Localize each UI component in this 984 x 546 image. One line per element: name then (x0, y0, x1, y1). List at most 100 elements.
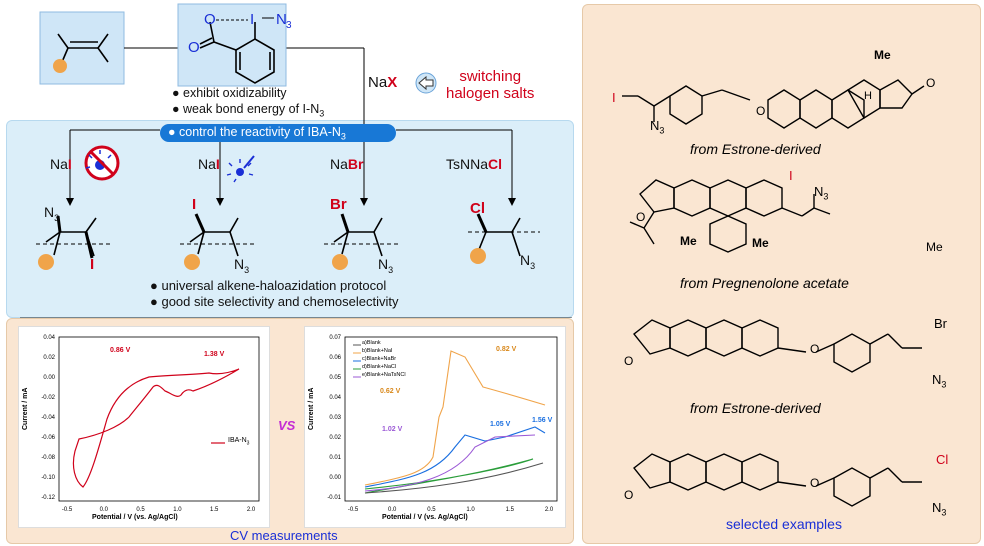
control-pill (160, 124, 396, 142)
y-tick-label: 0.04 (329, 395, 341, 401)
ex1-me: Me (874, 48, 891, 62)
y-tick-label: -0.04 (41, 415, 55, 421)
ex3-n3: N3 (932, 372, 947, 390)
y-tick-label: 0.03 (329, 415, 341, 421)
y-tick-label: 0.06 (329, 355, 341, 361)
ex4-o: O (624, 488, 634, 502)
ex4-cl: Cl (936, 452, 949, 467)
y-tick-label: 0.00 (43, 375, 55, 381)
ex1-i: I (612, 90, 616, 105)
note-bond-energy: ● weak bond energy of I-N3 (172, 102, 325, 119)
y-tick-label: 0.02 (329, 435, 341, 441)
product1-i: I (90, 256, 95, 273)
salt-nai-light: NaI (198, 156, 220, 172)
y-tick-label: -0.10 (41, 475, 55, 481)
caption-pregnenolone: from Pregnenolone acetate (680, 275, 849, 291)
ex2-me-1: Me (680, 234, 697, 248)
product3-n3: N3 (378, 256, 394, 275)
x-tick-label: -0.5 (62, 507, 73, 513)
ex2-i: I (789, 168, 793, 183)
reagent-i: I (250, 11, 254, 28)
cv-curve-nai (364, 350, 546, 486)
note-oxidizability: ● exhibit oxidizability (172, 86, 287, 100)
cv-left-legend: IBA-N3 (228, 437, 250, 447)
reagent-carbonyl-o: O (188, 39, 200, 56)
product4-cl: Cl (470, 200, 485, 217)
y-tick-label: -0.02 (41, 395, 55, 401)
switching-arrow-icon (415, 72, 437, 94)
y-tick-label: 0.02 (43, 355, 55, 361)
cv-curve-tsncl (364, 434, 536, 492)
vs-label: VS (278, 418, 296, 433)
product-ball (470, 248, 486, 264)
ex2-n3: N3 (814, 184, 829, 202)
x-tick-label: 0.5 (136, 507, 145, 513)
cv-left-ann-086: 0.86 V (110, 347, 131, 354)
examples-panel (582, 4, 981, 544)
ex3-br: Br (934, 316, 947, 331)
iba-n3-cv-curve (72, 368, 240, 488)
x-tick-label: 1.0 (173, 507, 182, 513)
y-tick-label: -0.01 (327, 495, 341, 501)
y-tick-label: -0.12 (41, 495, 55, 501)
cv-right-ann-105: 1.05 V (490, 421, 511, 428)
y-tick-label: -0.06 (41, 435, 55, 441)
cv-right-ann-082: 0.82 V (496, 346, 517, 353)
control-label: ● control the reactivity of IBA-N3 (168, 125, 346, 142)
product1-n3: N3 (44, 204, 60, 223)
reagent-n3: N (276, 11, 287, 28)
nax-label: NaX (368, 74, 398, 91)
examples-structures (622, 79, 925, 507)
cv-right-ylabel: Current / mA (308, 387, 315, 430)
cv-plot-left: 0.04 0.02 0.00 -0.02 -0.04 -0.06 -0.08 -0.10 -0.… (18, 326, 270, 528)
ex1-o: O (756, 104, 766, 118)
x-tick-label: 2.0 (247, 507, 256, 513)
product-ball (184, 254, 200, 270)
cv-right-ann-156: 1.56 V (532, 417, 553, 424)
ex2-me-ester: Me (926, 240, 943, 254)
ex2-me-2: Me (752, 236, 769, 250)
ex1-ketone-o: O (926, 76, 936, 90)
caption-selected: selected examples (726, 516, 842, 532)
protocol-2: ● good site selectivity and chemoselecti… (150, 294, 399, 309)
salt-tsnnacl: TsNNaCl (446, 156, 503, 172)
ex1-n3: N3 (650, 118, 665, 136)
product-ball (38, 254, 54, 270)
caption-estrone-2: from Estrone-derived (690, 400, 821, 416)
ex3-ether-o: O (810, 342, 820, 356)
cv-left-ann-138: 1.38 V (204, 351, 225, 358)
y-tick-label: -0.08 (41, 455, 55, 461)
x-tick-label: 0.0 (388, 507, 397, 513)
x-tick-label: 2.0 (545, 507, 554, 513)
x-tick-label: 1.5 (210, 507, 219, 513)
reagent-n3-sub: 3 (286, 20, 292, 31)
ex4-n3: N3 (932, 500, 947, 518)
no-light-icon (84, 145, 120, 181)
cv-right-ann-102: 1.02 V (382, 426, 403, 433)
y-tick-label: 0.07 (329, 335, 341, 341)
y-tick-label: 0.05 (329, 375, 341, 381)
x-tick-label: 0.5 (427, 507, 436, 513)
y-tick-label: 0.01 (329, 455, 341, 461)
caption-estrone-1: from Estrone-derived (690, 141, 821, 157)
ex3-o: O (624, 354, 634, 368)
ex2-o: O (636, 210, 646, 224)
cv-curve-blank (364, 462, 544, 494)
y-tick-label: 0.00 (329, 475, 341, 481)
x-tick-label: 0.0 (100, 507, 109, 513)
product3-br: Br (330, 196, 347, 213)
top-scheme: O I N 3 O (20, 3, 572, 318)
protocol-1: ● universal alkene-haloazidation protoco… (150, 278, 387, 293)
cv-caption: CV measurements (230, 528, 338, 543)
product2-i: I (192, 196, 197, 213)
product-ball (332, 254, 348, 270)
ex4-ether-o: O (810, 476, 820, 490)
substituent-ball (53, 59, 67, 73)
y-tick-label: 0.04 (43, 335, 55, 341)
cv-right-ann-062: 0.62 V (380, 388, 401, 395)
light-icon (226, 155, 255, 183)
cv-curve-nabr (364, 426, 546, 488)
